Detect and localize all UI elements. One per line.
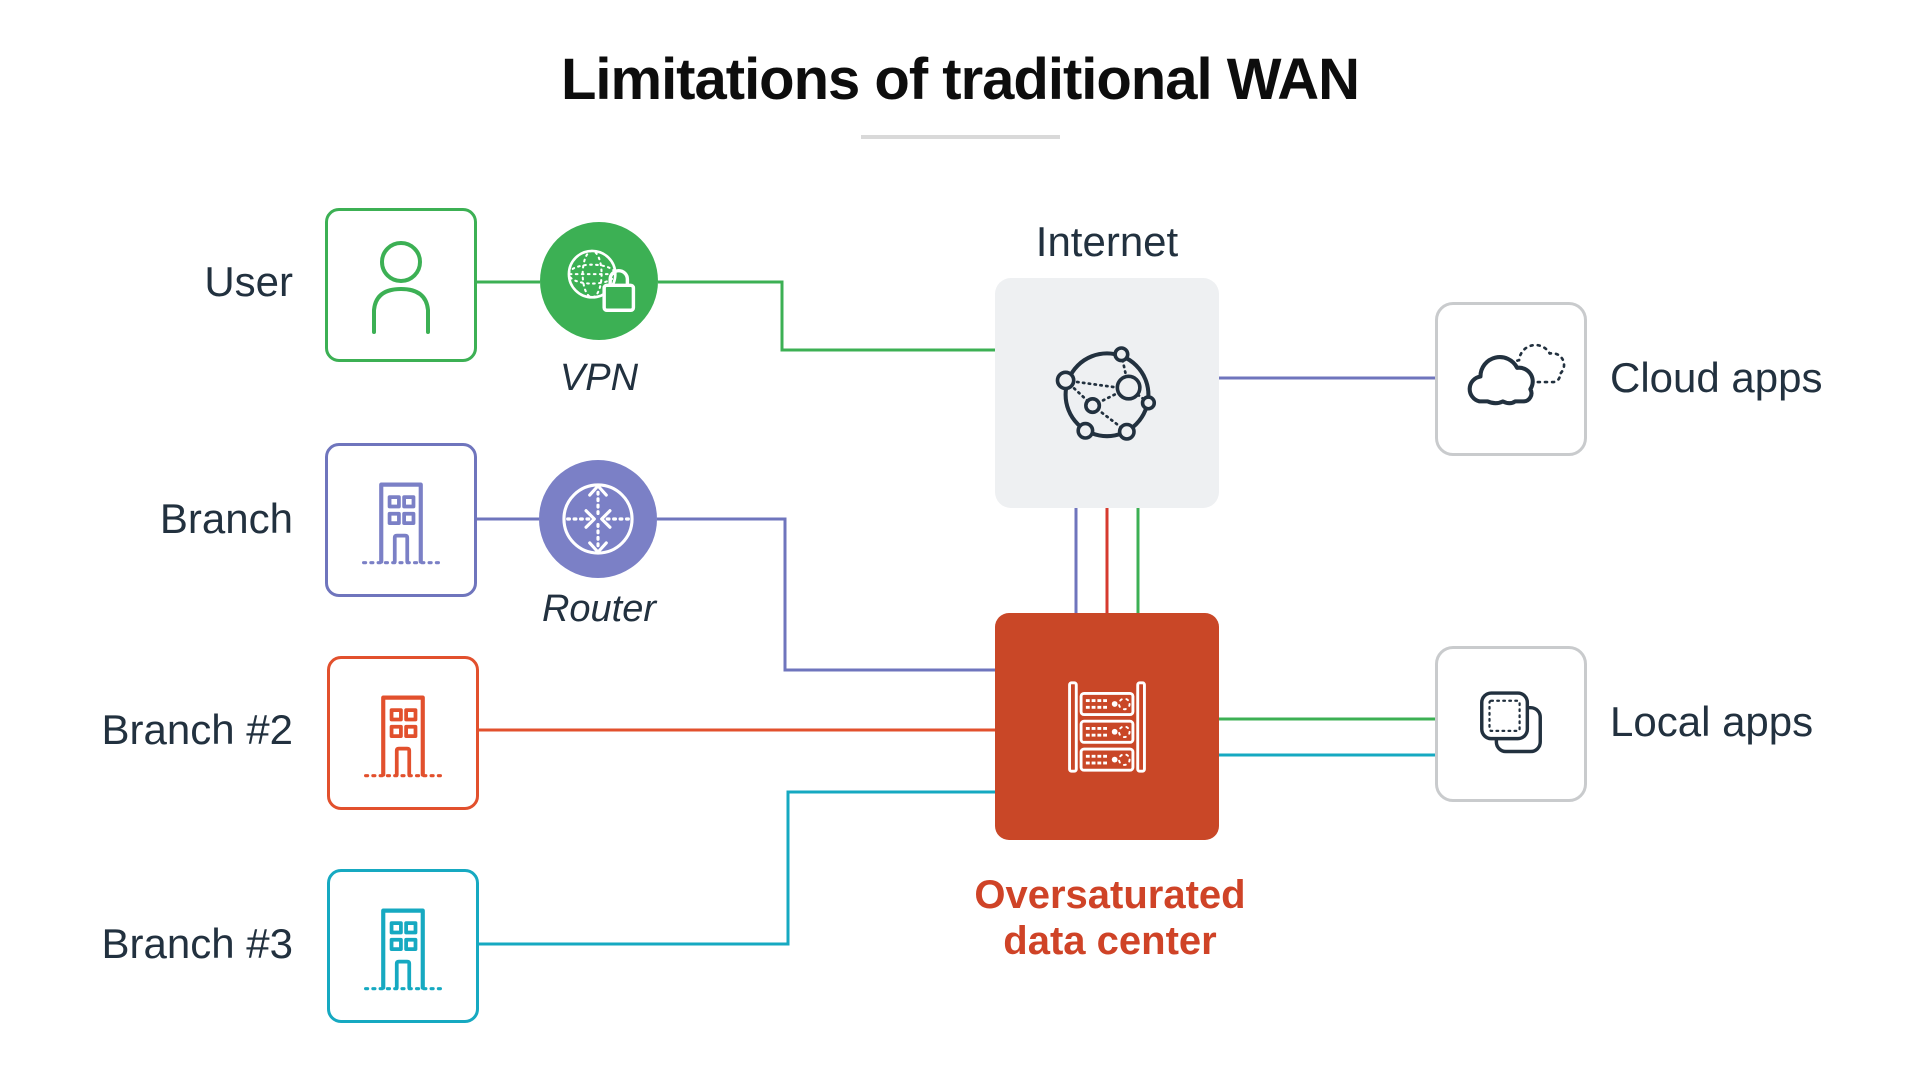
page-title: Limitations of traditional WAN <box>560 47 1360 112</box>
branch3-label: Branch #3 <box>101 920 293 967</box>
building-icon <box>362 482 442 565</box>
person-icon <box>372 241 430 334</box>
user-label: User <box>204 258 293 305</box>
stacked-apps-icon <box>1480 691 1542 754</box>
router-label: Router <box>541 588 657 630</box>
network-nodes-icon <box>1055 346 1157 441</box>
datacenter-label: Oversaturated data center <box>935 872 1285 964</box>
link-vpn-to-internet <box>658 280 996 352</box>
localapps-box <box>1435 646 1587 802</box>
user-box <box>325 208 477 362</box>
building-icon <box>364 908 444 991</box>
branch3-box <box>327 869 479 1023</box>
title-underline <box>861 135 1060 139</box>
globe-lock-icon <box>567 249 636 312</box>
router-node <box>539 460 657 578</box>
cloud-icon <box>1467 343 1566 406</box>
datacenter-label-line2: data center <box>1003 919 1217 963</box>
link-branch3-to-datacenter <box>476 790 996 946</box>
server-rack-icon <box>1068 680 1146 773</box>
branch2-box <box>327 656 479 810</box>
link-router-to-datacenter <box>657 517 996 672</box>
datacenter-box <box>995 613 1219 840</box>
branch-box <box>325 443 477 597</box>
cloudapps-box <box>1435 302 1587 456</box>
vpn-node <box>540 222 658 340</box>
branch2-label: Branch #2 <box>101 706 293 753</box>
internet-label: Internet <box>1035 218 1179 265</box>
building-icon <box>364 695 444 778</box>
router-arrows-icon <box>562 483 634 555</box>
localapps-label: Local apps <box>1610 698 1814 745</box>
branch-label: Branch <box>159 495 293 542</box>
internet-box <box>995 278 1219 508</box>
cloudapps-label: Cloud apps <box>1610 354 1823 401</box>
vpn-label: VPN <box>559 357 639 399</box>
datacenter-label-line1: Oversaturated <box>974 873 1246 917</box>
